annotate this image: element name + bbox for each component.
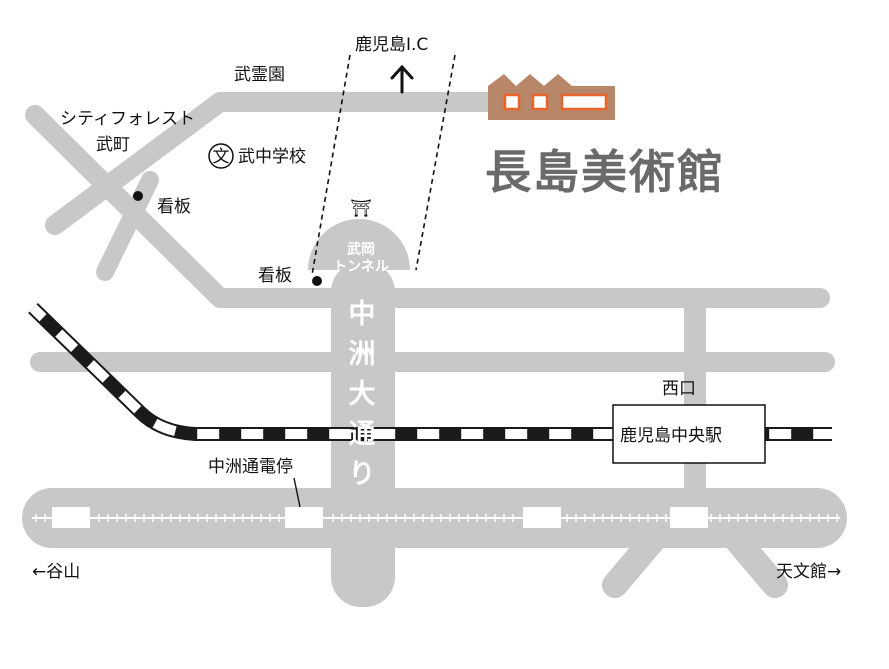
tram-stop-platform — [670, 507, 708, 528]
to-taniyama-label: ←谷山 — [32, 562, 80, 582]
city-forest-label: シティフォレスト — [60, 109, 195, 129]
museum-building-icon — [488, 74, 615, 120]
tunnel-label-2: トンネル — [333, 259, 389, 275]
cemetery-label: 武霊園 — [234, 65, 285, 85]
station-box — [612, 404, 766, 464]
tunnel-hill — [308, 219, 410, 270]
museum-title: 長島美術館 — [485, 145, 725, 199]
station-label: 鹿児島中央駅 — [620, 426, 722, 446]
avenue-char: 洲 — [349, 339, 376, 370]
tram-stop-leader — [293, 477, 301, 508]
avenue-char: 大 — [349, 379, 376, 410]
route-guide-right — [415, 54, 456, 271]
tram-track-ticks — [35, 514, 838, 522]
sign-dot — [312, 276, 322, 286]
sign-label-2: 看板 — [258, 266, 292, 286]
school-label: 武中学校 — [238, 147, 306, 167]
tram-stop-platform — [523, 507, 561, 528]
avenue-char: 通 — [349, 419, 376, 450]
avenue-char: り — [349, 459, 376, 490]
sign-label: 看板 — [157, 197, 191, 217]
up-arrow-icon — [390, 64, 414, 94]
tram-stop-platform — [52, 507, 90, 528]
route-guide-left — [311, 54, 351, 276]
west-exit-label: 西口 — [662, 379, 696, 399]
tunnel-label: 武岡 — [347, 241, 375, 258]
tram-stop-platform — [285, 507, 323, 528]
avenue-char: 中 — [349, 299, 376, 330]
tram-stops — [52, 507, 708, 528]
city-forest-label-2: 武町 — [96, 135, 130, 155]
school-symbol: 文 — [213, 147, 230, 167]
to-tenmonkan-label: 天文館→ — [776, 562, 841, 582]
shrine-icon: ⛩ — [350, 199, 372, 219]
school-icon — [208, 143, 234, 169]
tram-stop-label: 中洲通電停 — [208, 457, 293, 477]
ic-label: 鹿児島I.C — [355, 35, 428, 55]
road-to-ic — [45, 92, 510, 235]
railway-dashes — [29, 304, 832, 439]
avenue-name: 中 洲 大 通 り — [349, 299, 376, 490]
road-diagonal-upper — [25, 105, 830, 308]
sign-dot — [133, 191, 143, 201]
